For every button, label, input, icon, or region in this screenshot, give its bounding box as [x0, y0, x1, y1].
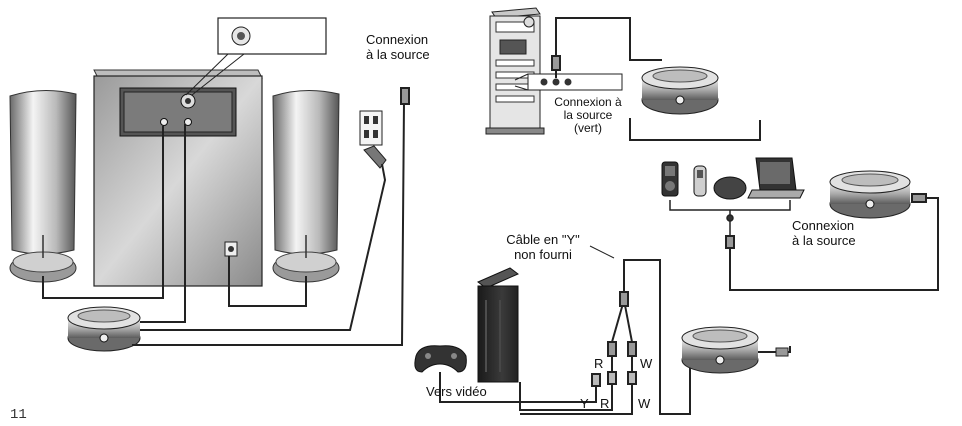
devices-control-pod [829, 170, 911, 219]
label-y-bottom: Y [580, 396, 589, 411]
pc-callout [514, 73, 623, 91]
pc-control-pod [641, 66, 719, 115]
wall-outlet [359, 110, 387, 169]
game-controller [414, 345, 467, 373]
right-speaker [272, 89, 340, 283]
console-control-pod [681, 326, 791, 374]
label-source-pc: Connexion à la source (vert) [554, 95, 622, 135]
devices-cable [725, 193, 939, 291]
label-w-bottom: W [638, 396, 651, 411]
pc-cable [551, 17, 761, 141]
y-cable [439, 245, 700, 415]
game-console [477, 267, 519, 383]
label-vers-video: Vers vidéo [426, 384, 487, 399]
label-source-top-left: Connexion à la source [366, 32, 430, 62]
subwoofer [93, 69, 263, 287]
label-r-bottom: R [600, 396, 610, 411]
left-cables [42, 87, 410, 346]
devices-bracket [669, 200, 791, 240]
pc-tower [485, 7, 545, 135]
left-speaker [9, 89, 77, 283]
page-number: 11 [10, 407, 27, 423]
callout-zoom [185, 17, 327, 96]
label-r-top: R [594, 356, 604, 371]
label-y-cable: Câble en "Y" non fourni [506, 232, 580, 262]
left-control-pod [67, 306, 141, 352]
label-w-top: W [640, 356, 653, 371]
label-source-right: Connexion à la source [792, 218, 856, 248]
portable-devices [661, 157, 805, 200]
